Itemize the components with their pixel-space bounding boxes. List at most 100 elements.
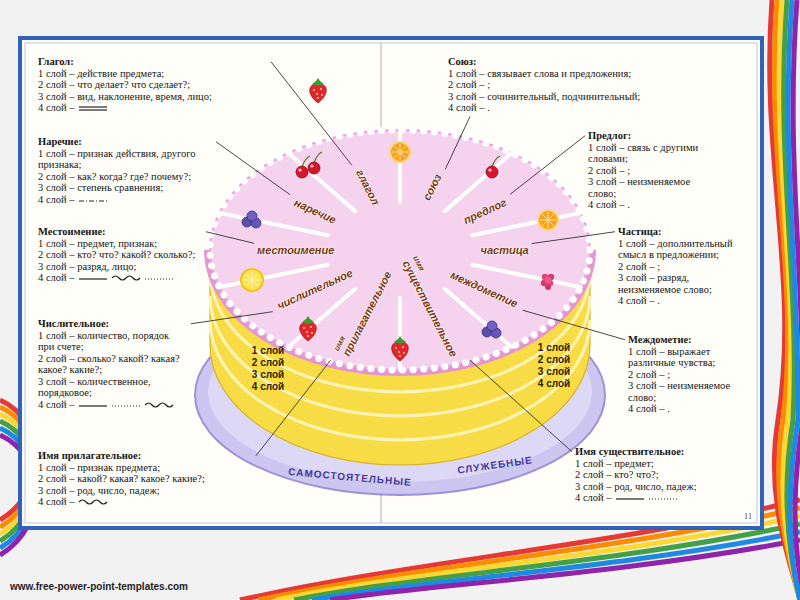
text-line: 4 слой – — [575, 492, 755, 504]
rainbow-ribbon — [793, 0, 800, 600]
leader-line — [216, 142, 290, 195]
layer-line: 2 слой – как? когда? где? почему?; — [38, 171, 191, 183]
underline-mark — [649, 499, 677, 500]
layer-number: 3 слой — [252, 369, 284, 381]
text-line: 1 слой – связь с другими словами; — [588, 142, 706, 165]
text-line: 3 слой – род, число, падеж; — [38, 485, 253, 497]
underline-mark — [111, 400, 141, 409]
leader-line — [206, 232, 254, 244]
cake-slice-label: предлог — [461, 196, 508, 226]
part-of-speech-note: Союз:1 слой – связывает слова и предложе… — [448, 56, 708, 114]
text-line: Местоимение: — [38, 226, 203, 238]
layer-line: 4 слой – . — [588, 199, 630, 211]
text-line: 4 слой – — [38, 194, 213, 206]
layer-number: 4 слой — [538, 378, 570, 390]
leader-line — [523, 310, 625, 340]
watermark: www.free-power-point-templates.com — [10, 581, 188, 592]
text-line: числительное — [276, 266, 355, 311]
layer-line: 4 слой – . — [618, 295, 660, 307]
fruit-decoration — [300, 316, 317, 341]
layer-line: 1 слой – связь с другими словами; — [588, 142, 706, 165]
layer-line: 3 слой – род, число, падеж; — [575, 481, 697, 493]
layer-line: 3 слой – сочинительный, подчинительный; — [448, 91, 640, 103]
slice-name: частица — [481, 244, 529, 256]
slice-name: местоимение — [257, 244, 334, 256]
note-heading: Предлог: — [588, 130, 631, 142]
layer-number: 2 слой — [252, 357, 284, 369]
part-of-speech-note: Числительное:1 слой – количество, порядо… — [38, 318, 188, 410]
text-line: 2 слой – как? когда? где? почему?; — [38, 171, 213, 183]
underline-mark — [79, 107, 107, 108]
part-of-speech-note: Наречие:1 слой – признак действия, друго… — [38, 136, 213, 205]
underline-mark — [145, 403, 173, 407]
layer-line: 1 слой – количество, порядок при счете; — [38, 330, 188, 353]
fruit-decoration — [538, 210, 558, 230]
underline-mark — [79, 279, 107, 280]
text-line: 4 слой – — [38, 272, 203, 284]
note-heading: Союз: — [448, 56, 477, 68]
text-line: 2 слой – ; — [588, 165, 706, 177]
text-line: союз — [421, 172, 444, 202]
text-line: глагол — [354, 168, 382, 207]
layer-line: 2 слой – кто? что?; — [575, 469, 659, 481]
slice-name: числительное — [276, 266, 355, 311]
fruit-decoration — [308, 152, 322, 174]
layer-line: 2 слой – ; — [628, 369, 670, 381]
layer-number: 2 слой — [538, 354, 570, 366]
text-line: предлог — [461, 196, 508, 226]
layer-line: 4 слой – . — [628, 403, 670, 415]
cake-slice-label: местоимение — [257, 244, 334, 256]
text-line: 4 слой – — [38, 496, 253, 508]
underline-mark — [112, 276, 140, 280]
part-of-speech-note: Имя прилагательное:1 слой – признак пред… — [38, 450, 253, 508]
underline-mark — [144, 273, 174, 282]
fruit-decoration — [241, 269, 263, 291]
slice-divider — [219, 130, 580, 370]
fruit-decoration — [242, 211, 261, 228]
text-line: междометие — [449, 268, 520, 309]
underline-mark — [616, 499, 644, 500]
text-line: 1 слой – дополнительный смысл в предложе… — [618, 238, 746, 261]
group-name: САМОСТОЯТЕЛЬНЫЕ — [288, 466, 412, 488]
text-line: частица — [481, 244, 529, 256]
underline-mark — [79, 279, 107, 280]
cake-slice-label: наречие — [292, 196, 338, 225]
text-line: 1 слой – признак действия, другого призн… — [38, 148, 213, 171]
text-line: 3 слой – количественное, порядковое; — [38, 376, 188, 399]
fruit-decoration — [390, 142, 410, 162]
underline-mark — [79, 200, 107, 201]
note-heading: Числительное: — [38, 318, 109, 330]
note-heading: Местоимение: — [38, 226, 106, 238]
text-line: Частица: — [618, 226, 746, 238]
layer-line: 3 слой – неизменяемое слово; — [628, 380, 753, 403]
part-of-speech-note: Предлог:1 слой – связь с другими словами… — [588, 130, 706, 211]
group-name: СЛУЖЕБНЫЕ — [457, 454, 534, 475]
underline-mark — [79, 405, 107, 406]
part-of-speech-note: Частица:1 слой – дополнительный смысл в … — [618, 226, 746, 307]
text-line: 3 слой – разряд, неизменяемое слово; — [618, 272, 746, 295]
layer-line: 4 слой – — [575, 492, 612, 504]
leader-line — [532, 232, 615, 244]
text-line: Имя прилагательное: — [38, 450, 253, 462]
leader-line — [510, 136, 585, 195]
layer-line: 3 слой – род, число, падеж; — [38, 485, 160, 497]
book-page — [25, 43, 757, 523]
cake-top — [210, 130, 590, 370]
layer-line: 2 слой – ; — [618, 261, 660, 273]
layer-number: 2 слой — [538, 354, 570, 366]
layer-line: 1 слой – признак предмета; — [38, 462, 160, 474]
layer-line: 2 слой – ; — [448, 79, 490, 91]
note-heading: Имя прилагательное: — [38, 450, 141, 462]
leader-line — [271, 62, 352, 165]
layer-number: 4 слой — [538, 378, 570, 390]
text-line: 1 слой – количество, порядок при счете; — [38, 330, 188, 353]
fruit-decoration — [241, 78, 558, 361]
cake-top — [210, 130, 590, 370]
cake-slice-label: частица — [481, 244, 529, 256]
fruit-decoration — [482, 321, 501, 338]
layer-line: 1 слой – дополнительный смысл в предложе… — [618, 238, 746, 261]
layer-line: 3 слой – количественное, порядковое; — [38, 376, 188, 399]
text-line: 2 слой – кто? что? какой? сколько?; — [38, 249, 203, 261]
underline-mark — [112, 405, 140, 406]
